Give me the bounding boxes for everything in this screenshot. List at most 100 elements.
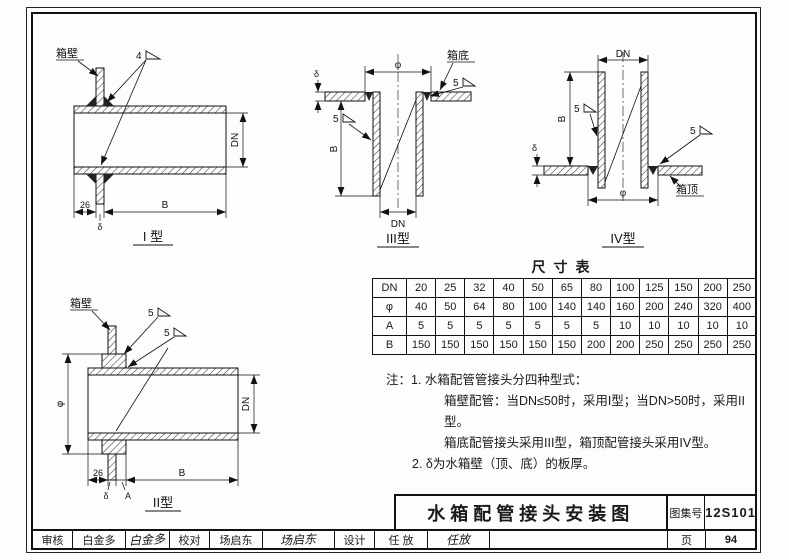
weld-flag-icon [583,103,598,113]
size-table-cell: 100 [610,278,641,298]
wall-label: 箱壁 [56,46,78,60]
check-signature: 场启东 [263,531,335,548]
size-table-cell: 50 [522,278,553,298]
size-table-cell: 5 [580,316,612,336]
type3-label: III型 [386,231,410,246]
type2-diagram: 箱壁 5 5 φ DN [46,290,296,515]
type3-diagram: φ 箱底 5 5 δ B [313,46,483,251]
outer-border [26,7,761,553]
check-name: 场启东 [210,531,263,548]
pipe-wall-section [415,91,424,197]
design-name: 任 放 [375,531,428,548]
size-table-cell: 10 [639,316,670,336]
page-number: 94 [724,533,738,546]
atlas-number-value: 12S101 [705,505,756,520]
size-table-cell: 150 [551,335,582,355]
size-table-cell: 40 [405,297,437,317]
dim-26: 26 [93,468,103,478]
dim-phi: φ [620,188,627,199]
signature-text: 场启东 [280,532,317,548]
size-table-cell: 20 [405,278,437,298]
design-label: 设计 [335,531,375,548]
tank-top-section [657,165,703,176]
dim-b: B [329,145,340,152]
title-block: 水箱配管接头安装图 图集号 12S101 [394,494,756,529]
size-table-cell: 40 [493,278,524,298]
size-table-cell: 150 [464,335,495,355]
pipe-wall-section [73,166,227,175]
type1-drawing: 箱壁 4 DN 26 δ B I 型 [56,46,248,246]
weld-mark [104,174,114,184]
size-table-cell: 80 [580,278,612,298]
note-line: 箱壁配管：当DN≤50时，采用I型；当DN>50时，采用II型。 [444,394,745,429]
size-table-cell: 64 [464,297,495,317]
size-table-cell: 250 [668,335,699,355]
tank-wall-section [107,453,117,481]
size-table-cell: 250 [639,335,670,355]
leader-line [604,85,642,183]
size-table-cell: 100 [522,297,553,317]
size-table-row-head: DN [372,278,407,298]
design-signature: 任放 [428,531,490,548]
weld-flag-icon [145,50,162,60]
weld-flag-icon [342,113,357,123]
check-label: 校对 [170,531,210,548]
size-table-cell: 150 [435,335,466,355]
size-table-cell: 5 [464,316,495,336]
size-table-cell: 10 [610,316,641,336]
pipe-wall-section [640,71,649,189]
review-signature: 白金多 [126,531,170,548]
note-line: 注：1. 水箱配管管接头分四种型式： [386,373,588,387]
size-table-cell: 400 [726,297,758,317]
weld-flag-5: 5 [148,308,154,319]
leader-line [379,99,417,191]
dim-delta: δ [103,491,108,501]
pipe-wall-section [73,105,227,114]
size-table-cell: 140 [551,297,582,317]
size-table-cell: 200 [697,278,728,298]
weld-flag-5: 5 [574,104,580,115]
type2-label: II型 [153,495,173,510]
weld-flag-icon [173,327,188,337]
type1-diagram: 箱壁 4 DN 26 δ B I 型 [50,44,280,249]
size-table-cell: 5 [522,316,553,336]
weld-mark [365,92,373,101]
size-table-cell: 50 [435,297,466,317]
signature-text: 白金多 [129,532,166,548]
size-table-cell: 200 [610,335,641,355]
dim-delta: δ [314,69,319,79]
size-table-cell: 32 [464,278,495,298]
tank-wall-section [107,325,117,355]
size-table-cell: 250 [697,335,728,355]
size-table-cell: 5 [435,316,466,336]
pipe-wall-section [597,71,606,189]
dim-a: A [125,491,131,501]
type4-label: IV型 [610,231,635,246]
type4-drawing: DN B δ 5 5 φ 箱顶 [532,49,714,248]
size-table-cell: 5 [405,316,437,336]
size-table-cell: 200 [639,297,670,317]
type1-label: I 型 [143,229,163,244]
size-table-cell: 320 [697,297,728,317]
size-table-row-head: B [372,335,407,355]
weld-mark [423,92,431,101]
size-table-cell: 250 [726,335,758,355]
weld-flag-4: 4 [136,51,142,62]
dim-delta: δ [532,143,537,153]
dim-phi: φ [55,400,66,407]
pipe-wall-section [372,91,381,197]
weld-mark [104,96,114,106]
sleeve-section [101,353,127,369]
weld-flag-5: 5 [453,78,459,89]
sheet-title: 水箱配管接头安装图 [396,496,668,529]
tank-top-section [543,165,589,176]
size-table-cell: 250 [726,278,758,298]
pipe-wall-section [87,432,239,441]
tank-bottom-section [430,91,472,102]
signature-text: 任放 [446,532,471,548]
weld-mark [86,96,96,106]
